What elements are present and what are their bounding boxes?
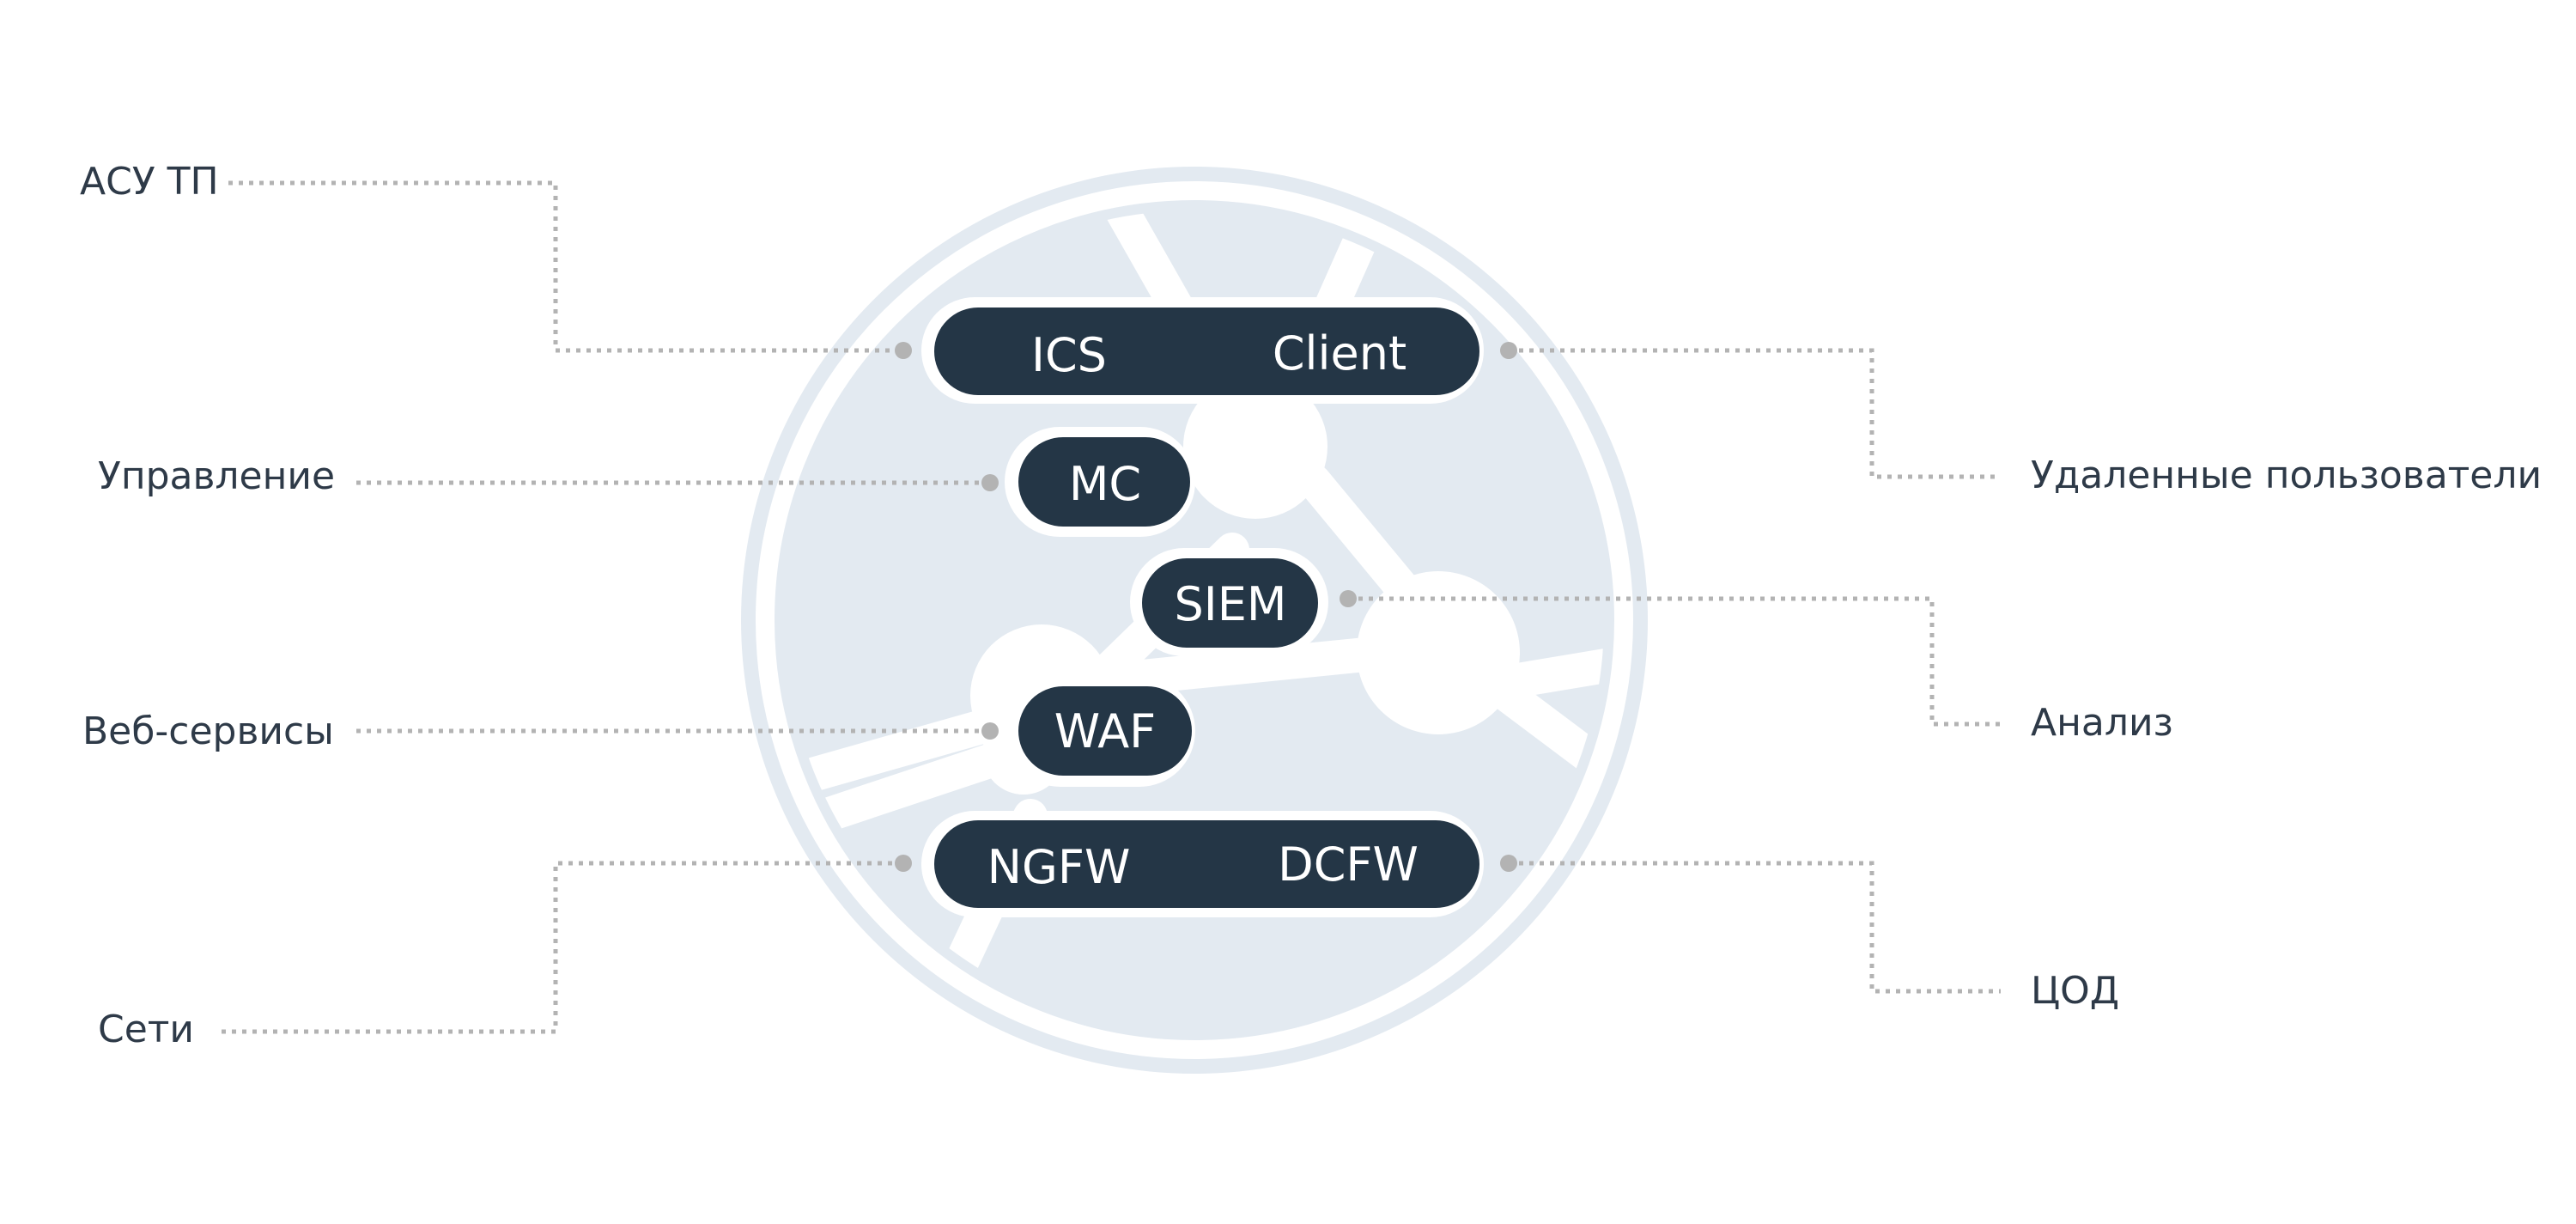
label-dc: ЦОД	[2031, 969, 2119, 1013]
pill-client-label: Client	[1273, 326, 1406, 381]
pill-dcfw-label: DCFW	[1278, 837, 1419, 892]
pill-ics-label: ICS	[1031, 328, 1107, 382]
connector-lines	[222, 180, 2001, 1034]
globe-node-b	[1357, 571, 1520, 734]
globe-node-a	[1183, 375, 1327, 519]
dot-client	[1500, 342, 1517, 359]
pill-mc: MC	[1005, 427, 1195, 537]
pill-ngfw-label: NGFW	[987, 840, 1131, 894]
pill-ngfw-dcfw: NGFW DCFW	[921, 811, 1484, 917]
pill-waf-label: WAF	[1054, 704, 1156, 758]
label-analysis: Анализ	[2031, 701, 2173, 745]
connector-networks	[222, 861, 903, 1034]
pill-mc-label: MC	[1069, 457, 1141, 511]
connector-asu-tp	[228, 180, 903, 353]
dot-ngfw	[895, 855, 912, 872]
pill-ics-client: ICS Client	[921, 297, 1484, 404]
dot-dcfw	[1500, 855, 1517, 872]
label-management: Управление	[98, 454, 335, 498]
pill-siem: SIEM	[1130, 548, 1328, 656]
side-labels: АСУ ТП Управление Веб-сервисы Сети Удале…	[80, 160, 2542, 1051]
connector-remote-users	[1509, 348, 2001, 479]
globe-inner-ring	[756, 181, 1633, 1059]
pill-siem-label: SIEM	[1175, 577, 1287, 631]
label-asu-tp: АСУ ТП	[80, 160, 219, 204]
connector-dots	[895, 342, 1517, 872]
product-pills: ICS Client MC SIEM WAF NGFW DCFW	[921, 297, 1484, 917]
label-networks: Сети	[98, 1008, 194, 1051]
label-web-services: Веб-сервисы	[82, 709, 334, 753]
dot-siem	[1340, 590, 1357, 607]
dot-mc	[981, 474, 999, 491]
dot-ics	[895, 342, 912, 359]
connector-analysis	[1348, 596, 2001, 727]
pill-waf: WAF	[1005, 675, 1195, 787]
dot-waf	[981, 722, 999, 740]
label-remote-users: Удаленные пользователи	[2031, 454, 2542, 497]
connector-dc	[1509, 861, 2001, 994]
